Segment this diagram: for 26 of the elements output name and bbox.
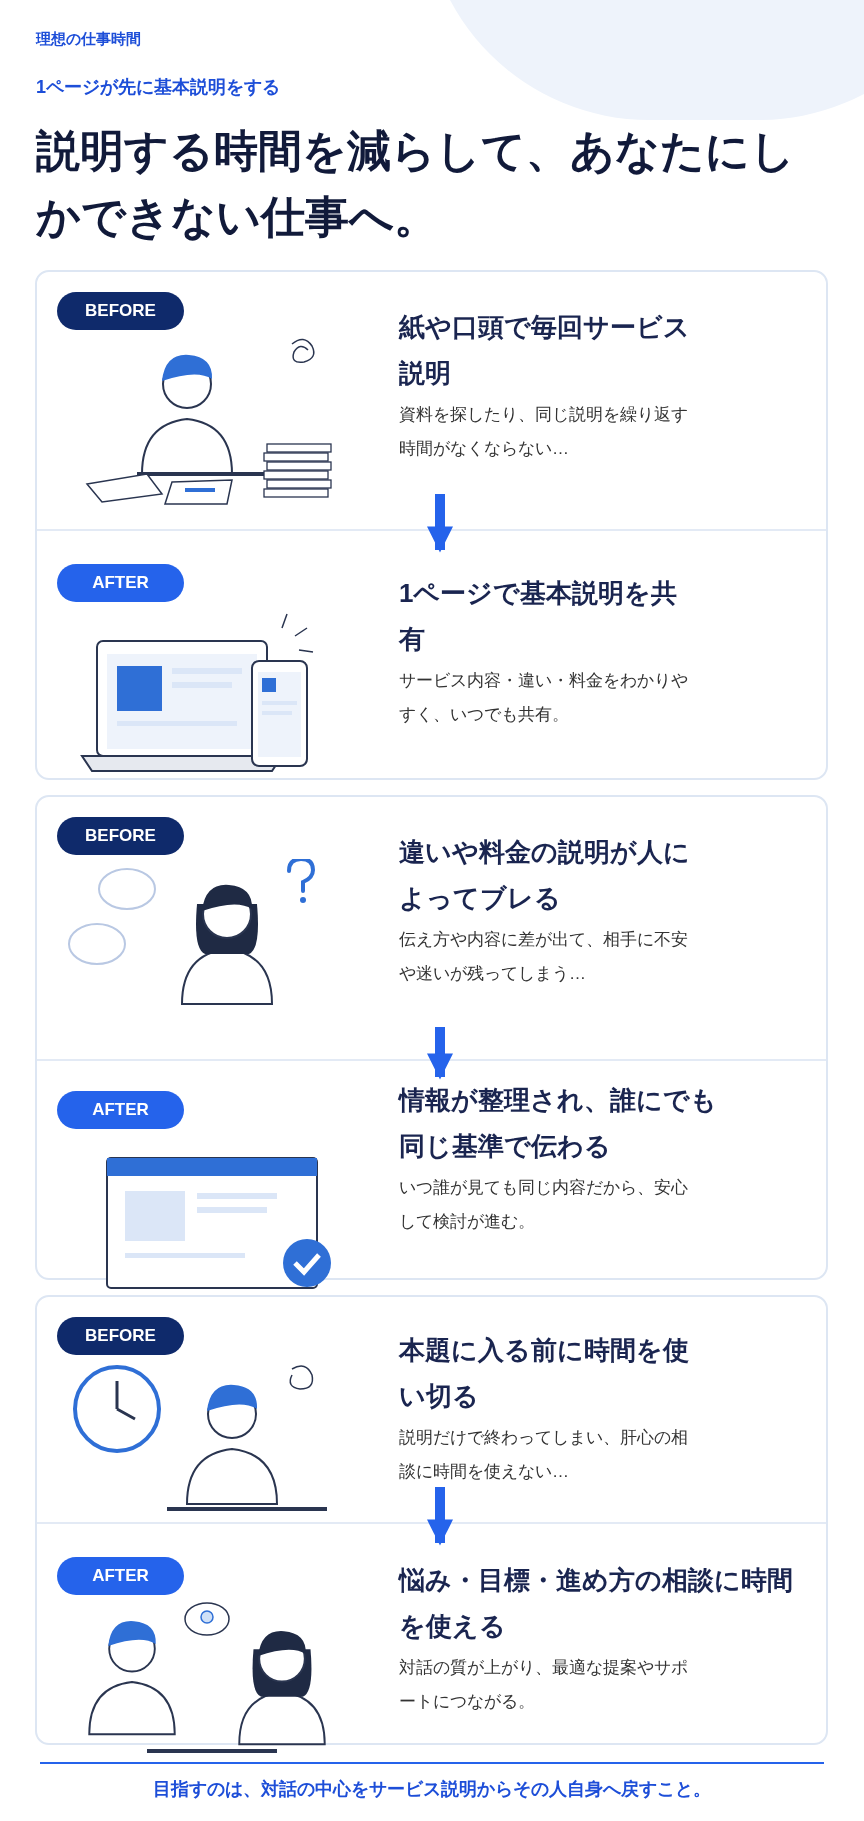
panel-heading: 紙や口頭で毎回サービス説明 — [399, 311, 691, 390]
before-badge: BEFORE — [57, 1317, 184, 1355]
before-badge: BEFORE — [57, 292, 184, 330]
panel-description: サービス内容・違い・料金をわかりやすく、いつでも共有。 — [399, 670, 689, 726]
panel-heading: 情報が整理され、誰にでも同じ基準で伝わる — [399, 1084, 718, 1163]
down-arrow — [427, 1487, 453, 1546]
panel-description: 対話の質が上がり、最適な提案やサポートにつながる。 — [399, 1657, 689, 1713]
comparison-card — [35, 270, 828, 780]
panel-heading: 悩み・目標・進め方の相談に時間を使える — [399, 1564, 794, 1643]
section-label: 理想の仕事時間 — [36, 29, 141, 49]
after-badge: AFTER — [57, 1557, 184, 1595]
panel-description: いつ誰が見ても同じ内容だから、安心して検討が進む。 — [399, 1177, 689, 1233]
before-badge: BEFORE — [57, 817, 184, 855]
panel-description: 資料を探したり、同じ説明を繰り返す時間がなくならない… — [399, 404, 689, 460]
panel-heading: 違いや料金の説明が人によってブレる — [399, 836, 691, 915]
title: 説明する時間を減らして、あなたにしかできない仕事へ。 — [36, 125, 796, 243]
panel-description: 説明だけで終わってしまい、肝心の相談に時間を使えない… — [399, 1427, 689, 1483]
down-arrow — [427, 1027, 453, 1080]
panel-description: 伝え方や内容に差が出て、相手に不安や迷いが残ってしまう… — [399, 929, 689, 985]
caption: 目指すのは、対話の中心をサービス説明からその人自身へ戻すこと。 — [152, 1778, 712, 1801]
after-badge: AFTER — [57, 1091, 184, 1129]
down-arrow — [427, 494, 453, 553]
subtitle: 1ページが先に基本説明をする — [36, 76, 280, 99]
panel-heading: 本題に入る前に時間を使い切る — [399, 1334, 690, 1413]
panel-heading: 1ページで基本説明を共有 — [399, 577, 679, 656]
after-badge: AFTER — [57, 564, 184, 602]
